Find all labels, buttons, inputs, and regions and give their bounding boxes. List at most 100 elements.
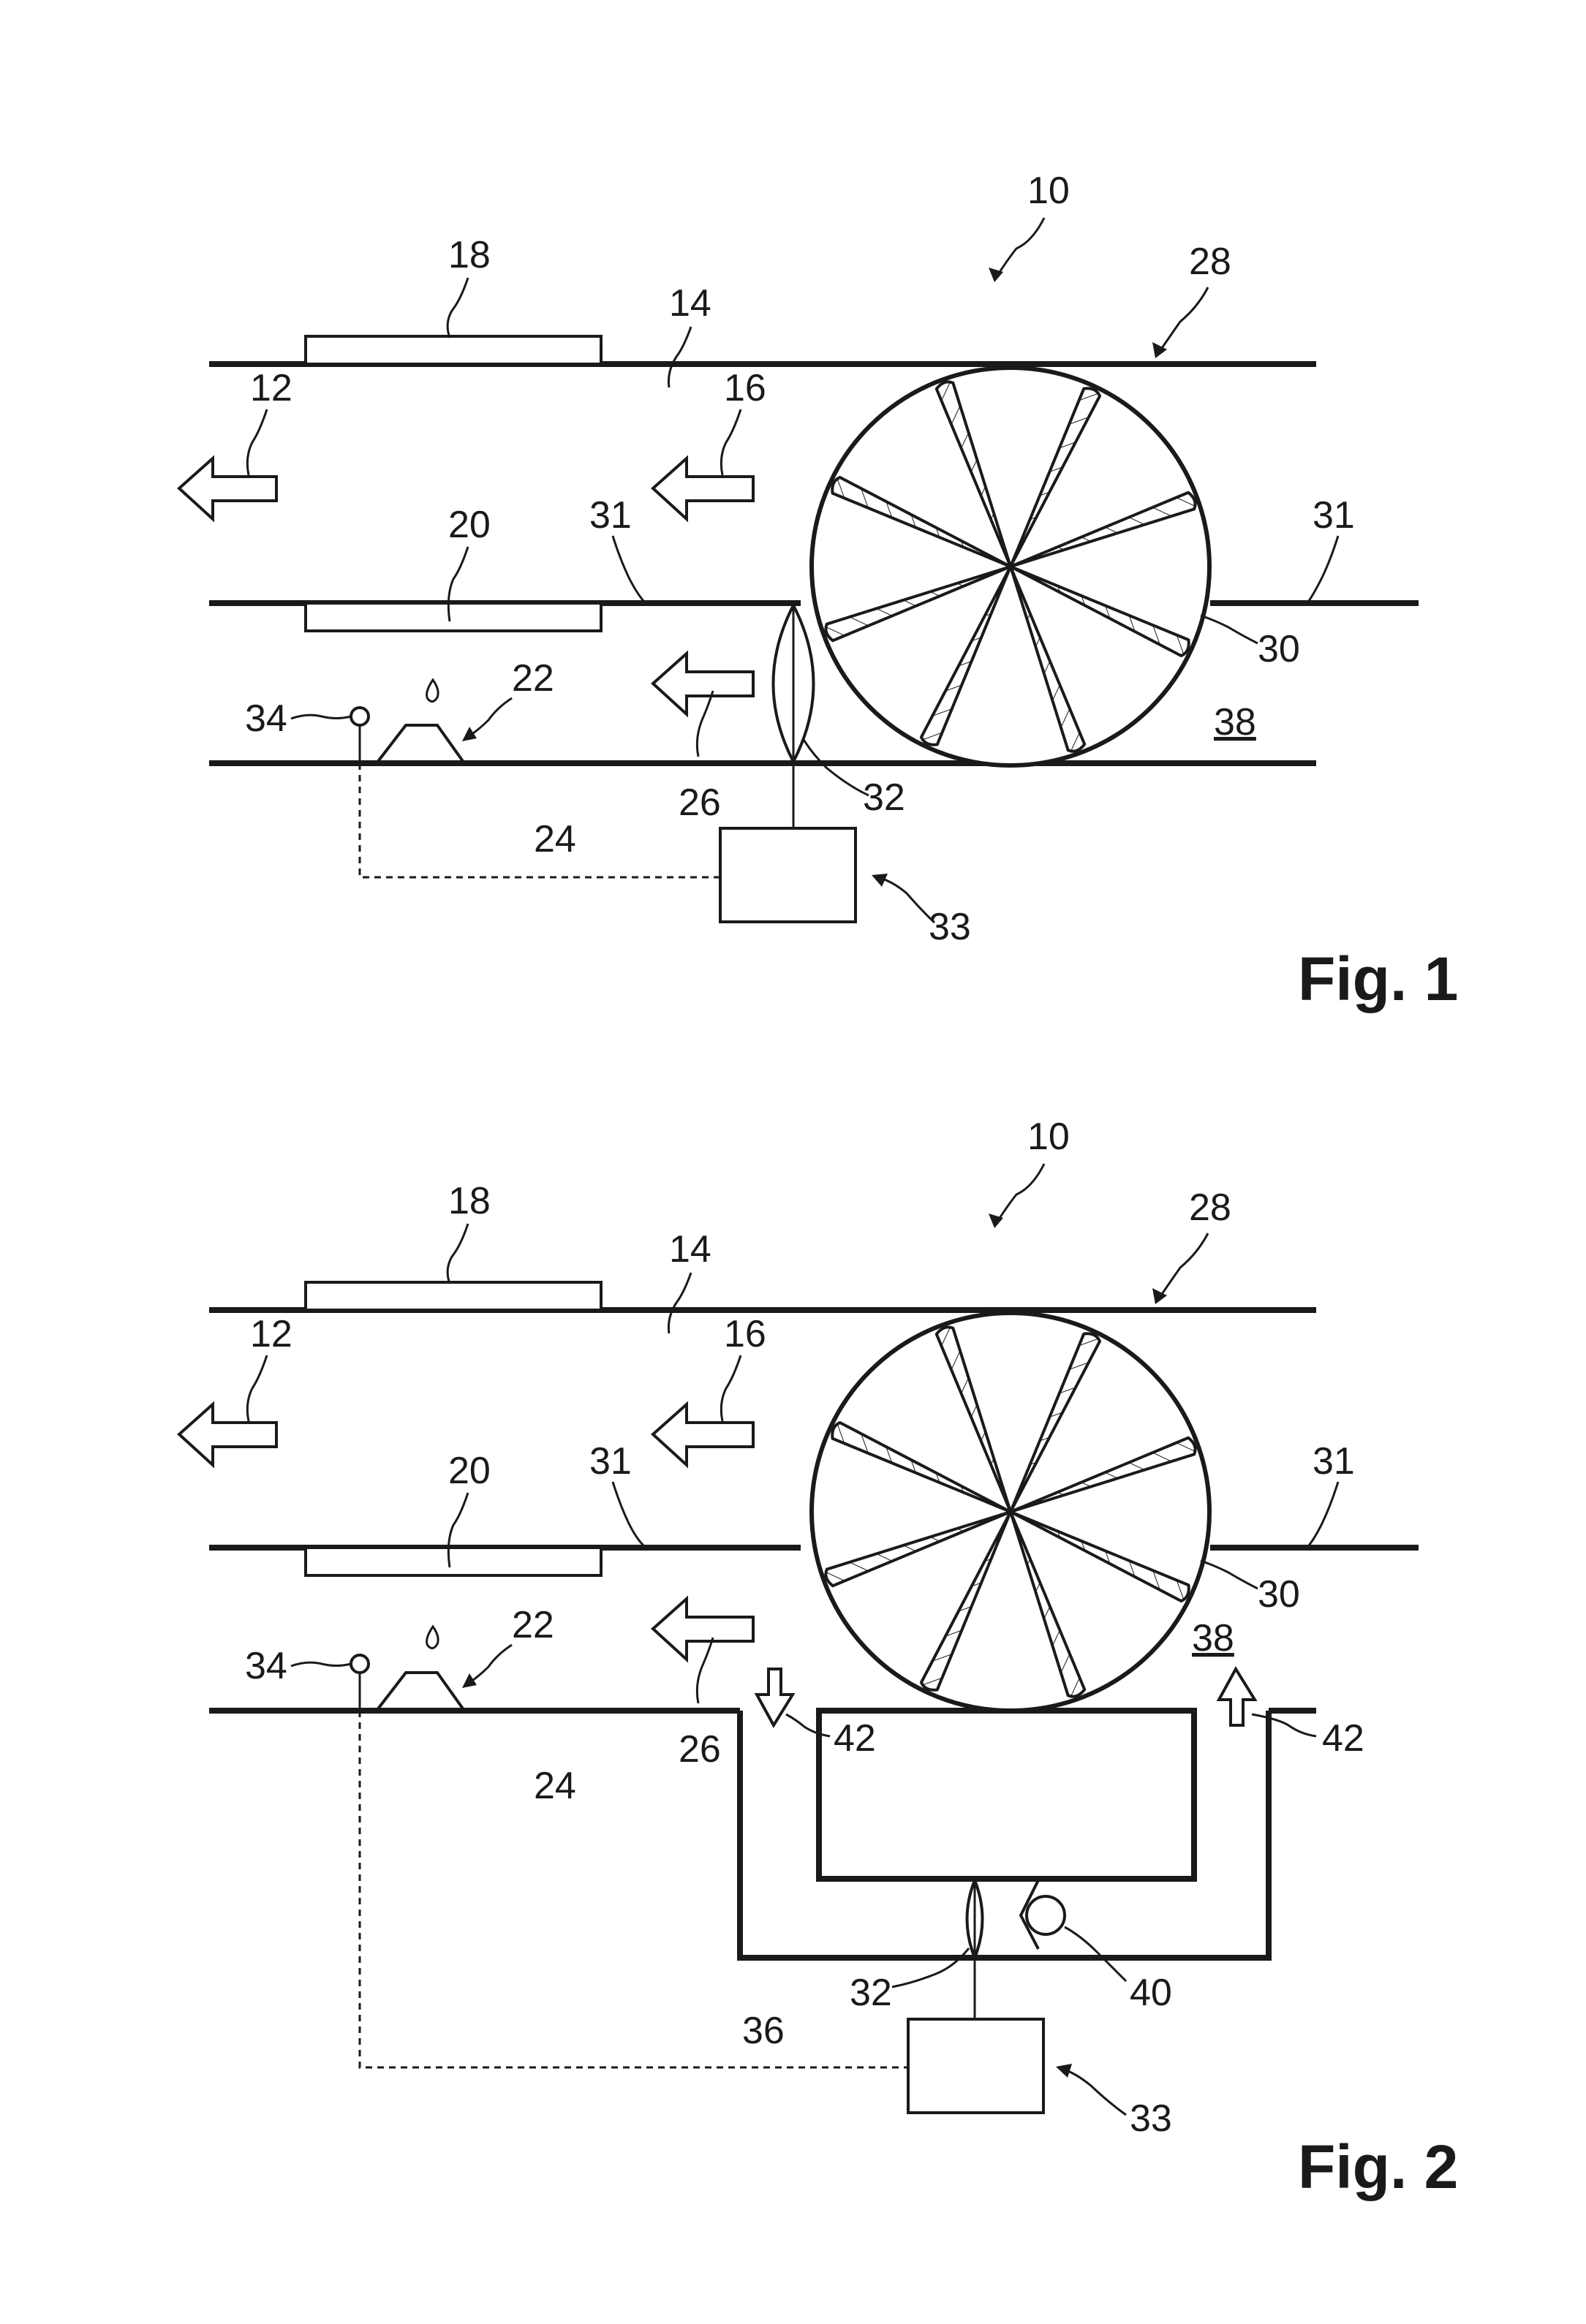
leader-16	[721, 409, 741, 475]
ref-22: 22	[512, 1604, 554, 1646]
leader-10	[996, 218, 1044, 278]
ref-12: 12	[250, 1313, 292, 1355]
leader-32	[803, 738, 869, 795]
droplet-icon	[427, 680, 439, 702]
ref-20: 20	[448, 504, 491, 546]
ref-26: 26	[679, 1728, 721, 1771]
flow-arrow-16	[653, 458, 753, 519]
leader-18	[448, 1224, 468, 1284]
ref-30: 30	[1258, 628, 1300, 670]
ref-12: 12	[250, 367, 292, 409]
ref-38: 38	[1192, 1617, 1234, 1659]
leader-32	[892, 1948, 969, 1987]
figure-label-1: Fig. 1	[1298, 945, 1458, 1013]
ref-16: 16	[724, 367, 766, 409]
leader-18	[448, 278, 468, 338]
element-22	[377, 1673, 464, 1711]
figure-label-2: Fig. 2	[1298, 2132, 1458, 2201]
leader-14	[668, 1273, 691, 1333]
ref-28: 28	[1189, 1186, 1231, 1229]
flow-arrow-12	[179, 1404, 276, 1465]
ref-38: 38	[1214, 701, 1256, 743]
ref-34: 34	[245, 697, 287, 740]
leader-34	[291, 715, 351, 719]
flow-arrow-12	[179, 458, 276, 519]
ref-31a: 31	[589, 1440, 632, 1483]
leader-28	[1159, 287, 1208, 352]
ref-22: 22	[512, 657, 554, 700]
component-20	[306, 1548, 601, 1575]
ref-32: 32	[863, 776, 905, 819]
component-20	[306, 603, 601, 631]
leader-30	[1201, 1561, 1258, 1589]
leader-22-arrowhead	[462, 1673, 477, 1688]
leader-22	[468, 698, 512, 737]
ref-10: 10	[1027, 1116, 1070, 1158]
leader-33-arrowhead	[1056, 2064, 1072, 2078]
ref-14: 14	[669, 1228, 711, 1271]
leader-33	[1062, 2069, 1126, 2115]
leader-31a	[613, 536, 643, 601]
leader-28	[1159, 1233, 1208, 1298]
figure-2: 10 28 18 14 12 16 20 31 31 30 38 34 22 2…	[179, 1116, 1458, 2201]
ref-34: 34	[245, 1645, 287, 1687]
figure-1: 10 28 18 14 12 16 20 31 31 30 38 34 22 2…	[179, 170, 1458, 1013]
flow-arrow-42-down	[757, 1669, 793, 1725]
leader-16	[721, 1355, 741, 1421]
check-valve-40-seat	[1021, 1880, 1038, 1949]
ref-18: 18	[448, 234, 491, 276]
ref-31a: 31	[589, 494, 632, 537]
ref-28: 28	[1189, 241, 1231, 283]
leader-26	[697, 691, 713, 757]
ref-42b: 42	[1322, 1717, 1364, 1760]
ref-31b: 31	[1313, 1440, 1355, 1483]
leader-12	[247, 409, 267, 475]
fan-wheel-30	[760, 316, 1261, 817]
ref-24: 24	[534, 1765, 576, 1807]
component-18	[306, 336, 601, 364]
leader-42a	[786, 1714, 830, 1736]
leader-31b	[1309, 1482, 1338, 1545]
fan-wheel-30	[760, 1261, 1261, 1763]
leader-26	[697, 1638, 713, 1703]
leader-22	[468, 1645, 512, 1684]
flow-arrow-26	[653, 654, 753, 714]
check-valve-40-ball	[1027, 1896, 1065, 1934]
component-18	[306, 1282, 601, 1310]
ref-33: 33	[1130, 2097, 1172, 2140]
leader-42b	[1252, 1714, 1316, 1736]
ref-40: 40	[1130, 1972, 1172, 2014]
flow-arrow-26	[653, 1599, 753, 1659]
ref-32: 32	[850, 1972, 892, 2014]
ref-24: 24	[534, 818, 576, 860]
ref-33: 33	[929, 906, 971, 948]
control-unit-33	[908, 2019, 1043, 2113]
ref-18: 18	[448, 1180, 491, 1222]
droplet-icon	[427, 1627, 439, 1649]
leader-14	[668, 327, 691, 387]
leader-22-arrowhead	[462, 727, 477, 741]
ref-14: 14	[669, 282, 711, 325]
leader-31b	[1309, 536, 1338, 601]
flow-arrow-16	[653, 1404, 753, 1465]
leader-12	[247, 1355, 267, 1421]
ref-30: 30	[1258, 1573, 1300, 1616]
ref-42a: 42	[834, 1717, 876, 1760]
leader-30	[1201, 616, 1258, 643]
leader-34	[291, 1662, 351, 1666]
flow-arrow-42-up	[1219, 1669, 1255, 1725]
leader-10	[996, 1164, 1044, 1224]
ref-20: 20	[448, 1450, 491, 1492]
ref-26: 26	[679, 781, 721, 824]
ref-16: 16	[724, 1313, 766, 1355]
sensor-34	[351, 1655, 369, 1673]
leader-31a	[613, 1482, 643, 1545]
ref-31b: 31	[1313, 494, 1355, 537]
sensor-signal-line	[360, 1711, 908, 2067]
leader-40	[1065, 1927, 1126, 1981]
element-22	[377, 725, 464, 763]
ref-36: 36	[742, 2010, 785, 2052]
sensor-34	[351, 708, 369, 725]
ref-10: 10	[1027, 170, 1070, 212]
